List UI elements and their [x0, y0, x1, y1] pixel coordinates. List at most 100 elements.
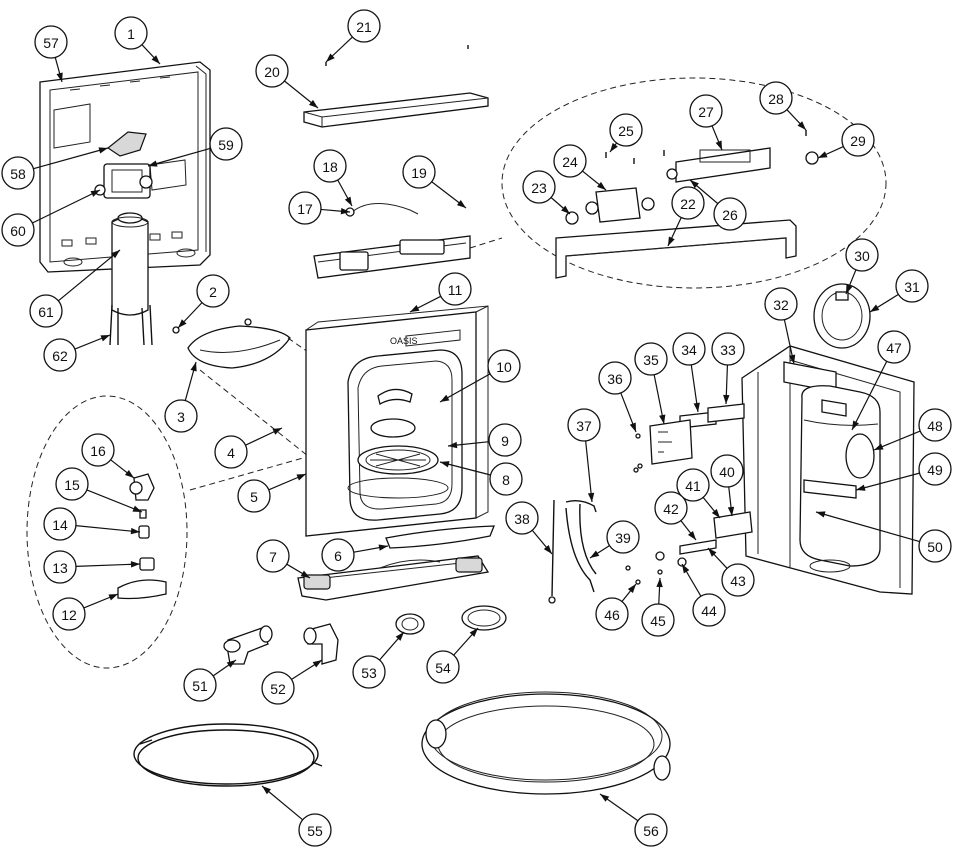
- callout-arrow-32: [788, 354, 796, 364]
- callout-number: 35: [643, 352, 659, 368]
- filter-cartridge-part: [111, 212, 149, 316]
- callout-47: 47: [851, 330, 911, 431]
- callout-number: 30: [854, 248, 870, 264]
- callout-circle-32: [764, 287, 798, 321]
- callout-number: 31: [904, 279, 920, 295]
- o-ring-30-part: [813, 283, 871, 349]
- bracket-58-part: [106, 131, 147, 157]
- callout-37: 37: [567, 408, 601, 503]
- callout-number: 62: [52, 348, 68, 364]
- callout-arrow-4: [272, 428, 282, 435]
- callout-circle-20: [255, 54, 289, 88]
- callout-circle-38: [505, 501, 539, 535]
- callout-circle-35: [634, 342, 668, 376]
- callout-arrow-22: [668, 236, 675, 246]
- callout-50: 50: [815, 511, 952, 563]
- callout-17: 17: [288, 191, 351, 225]
- callout-arrow-55: [262, 786, 271, 795]
- callout-number: 38: [514, 511, 530, 527]
- callout-circle-54: [426, 650, 460, 684]
- callout-arrow-25: [610, 142, 618, 152]
- callout-arrow-10: [440, 394, 450, 402]
- callout-number: 29: [850, 133, 866, 149]
- callout-circle-47: [877, 330, 911, 364]
- solenoid-group-part: [501, 77, 887, 289]
- callout-arrow-24: [596, 181, 606, 190]
- valve-bracket-part: [313, 203, 471, 279]
- callout-circle-3: [164, 399, 198, 433]
- callout-circle-58: [1, 156, 35, 190]
- callout-22: 22: [667, 186, 705, 247]
- callout-31: 31: [869, 269, 929, 313]
- callout-30: 30: [845, 238, 879, 295]
- callout-arrow-47: [852, 420, 859, 430]
- callout-arrow-11: [410, 305, 420, 312]
- callout-number: 22: [680, 196, 696, 212]
- callout-33: 33: [711, 332, 745, 405]
- callout-number: 36: [607, 371, 623, 387]
- callout-number: 56: [643, 823, 659, 839]
- callout-arrow-20: [308, 99, 318, 108]
- callout-circle-49: [918, 452, 952, 486]
- callout-14: 14: [43, 507, 141, 541]
- callout-number: 43: [730, 573, 746, 589]
- callout-59: 59: [147, 127, 243, 167]
- callout-circle-30: [845, 238, 879, 272]
- callout-arrow-36: [629, 422, 636, 432]
- callout-arrow-8: [440, 461, 450, 468]
- callout-number: 20: [264, 64, 280, 80]
- callout-arrow-46: [627, 584, 636, 594]
- callout-circle-19: [402, 155, 436, 189]
- callout-19: 19: [402, 155, 467, 209]
- callout-number: 50: [927, 539, 943, 555]
- callout-23: 23: [522, 170, 571, 215]
- callout-circle-2: [196, 274, 230, 308]
- callout-number: 34: [681, 342, 697, 358]
- callout-arrow-51: [226, 660, 236, 668]
- callout-circle-8: [489, 462, 523, 496]
- callout-circle-51: [183, 668, 217, 702]
- callout-11: 11: [409, 272, 472, 313]
- callout-number: 23: [531, 180, 547, 196]
- callout-number: 41: [685, 478, 701, 494]
- callout-46: 46: [595, 583, 637, 631]
- callout-leader-58: [33, 147, 109, 170]
- callout-61: 61: [29, 249, 121, 328]
- callout-number: 51: [192, 678, 208, 694]
- callout-3: 3: [164, 361, 198, 433]
- callout-circle-60: [1, 213, 35, 247]
- callout-arrow-18: [344, 196, 352, 206]
- callout-number: 7: [269, 549, 277, 565]
- callout-circle-17: [288, 191, 322, 225]
- callout-leader-37: [585, 440, 593, 503]
- callout-4: 4: [214, 427, 283, 469]
- callout-number: 8: [502, 472, 510, 488]
- nozzle-assembly-group-part: [26, 395, 188, 669]
- callout-number: 54: [435, 660, 451, 676]
- callout-number: 58: [10, 166, 26, 182]
- callout-13: 13: [43, 550, 141, 584]
- callout-arrow-49: [856, 484, 866, 491]
- callout-number: 44: [701, 603, 717, 619]
- callout-circle-57: [34, 25, 68, 59]
- callout-circle-1: [114, 16, 148, 50]
- callout-number: 4: [227, 445, 235, 461]
- callout-43: 43: [707, 547, 755, 597]
- callout-circle-48: [918, 408, 952, 442]
- callout-54: 54: [426, 627, 479, 684]
- callout-circle-41: [676, 468, 710, 502]
- callout-arrow-28: [797, 121, 806, 130]
- front-panel-part: OASIS: [305, 305, 489, 537]
- callout-number: 3: [177, 409, 185, 425]
- callout-20: 20: [255, 54, 319, 109]
- callout-55: 55: [261, 785, 332, 847]
- callout-circle-14: [43, 507, 77, 541]
- callout-number: 16: [90, 443, 106, 459]
- callout-leader-14: [75, 524, 141, 533]
- callout-arrow-13: [130, 561, 140, 568]
- callout-24: 24: [553, 144, 607, 191]
- callout-circle-45: [641, 603, 675, 637]
- tubing-coils-part: [133, 691, 671, 795]
- callout-circle-24: [553, 144, 587, 178]
